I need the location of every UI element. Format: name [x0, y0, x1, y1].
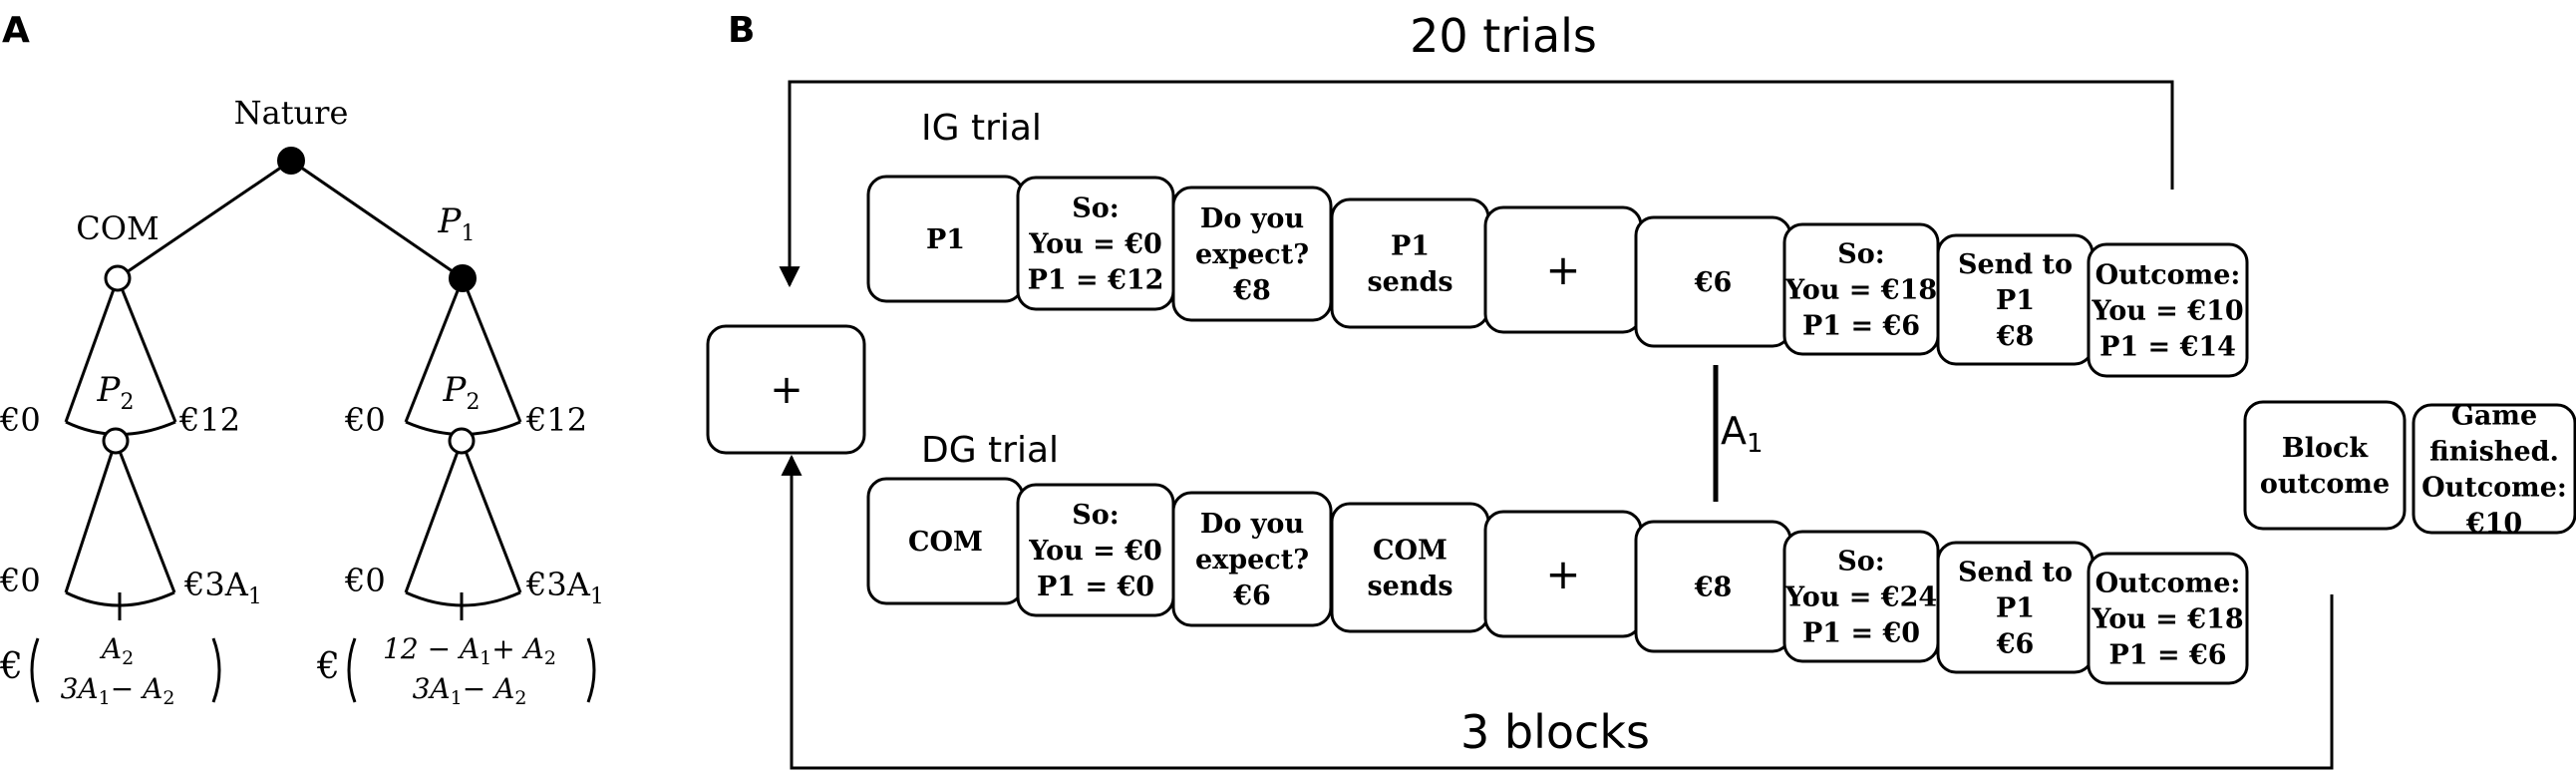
nature-label: Nature	[234, 94, 349, 132]
svg-text:€: €	[316, 646, 340, 687]
panel-b-label: B	[728, 10, 755, 51]
loop-bottom-label: 3 blocks	[1460, 705, 1650, 759]
ig-send-to-text: €8	[1996, 321, 2035, 352]
left-return-zero: €0	[0, 562, 41, 599]
p1-label: P1	[438, 201, 476, 246]
dg-expect-text: Do you	[1200, 509, 1304, 540]
trial-loop	[779, 80, 2334, 770]
ig-expect-text: Do you	[1200, 203, 1304, 234]
right-return-max: €3A1	[525, 566, 604, 609]
ig-trial-sequence: P1 So: You = €0 P1 = €12 Do you expect? €8 P1 se…	[866, 175, 2249, 378]
dg-expect-text: €6	[1232, 580, 1271, 611]
dg-so-text: P1 = €0	[1037, 572, 1154, 602]
left-offer-twelve: €12	[178, 401, 240, 439]
ig-so-text: You = €0	[1028, 228, 1162, 259]
ig-trial-label: IG trial	[921, 108, 1042, 149]
left-payoff-vector: € A2 3A1− A2	[0, 632, 221, 709]
svg-text:3A1− A2: 3A1− A2	[413, 672, 527, 709]
start-fixation-text: +	[770, 367, 804, 413]
dg-so-text: You = €0	[1028, 536, 1162, 567]
right-offer-zero: €0	[344, 401, 386, 439]
block-outcome-text: outcome	[2260, 469, 2390, 500]
dg-player-text: COM	[908, 527, 983, 558]
dg-outcome-text: You = €18	[2091, 603, 2243, 634]
loop-top-label: 20 trials	[1410, 9, 1597, 63]
ig-so-text: P1 = €12	[1028, 264, 1164, 295]
game-finished-text: finished.	[2429, 436, 2559, 467]
block-outcome-text: Block	[2282, 433, 2370, 464]
a1-label: A1	[1721, 409, 1764, 459]
dg-send-to-text: P1	[1996, 592, 2035, 623]
ig-send-to-text: P1	[1996, 285, 2035, 316]
ig-outcome-text: You = €10	[2091, 295, 2243, 326]
dg-expect-text: expect?	[1195, 545, 1309, 576]
ig-expect-text: expect?	[1195, 239, 1309, 270]
dg-sends-text: sends	[1367, 571, 1452, 601]
p2-node-right	[448, 427, 476, 455]
dg-send-to-text: Send to	[1958, 557, 2073, 587]
dg-outcome-text: P1 = €6	[2108, 639, 2226, 670]
game-finished-text: €10	[2465, 508, 2522, 539]
start-fixation-box	[706, 324, 866, 455]
ig-outcome-text: P1 = €14	[2099, 331, 2236, 362]
dg-sends-text: COM	[1373, 535, 1448, 566]
dg-trial-label: DG trial	[921, 430, 1059, 471]
nature-node	[277, 147, 305, 175]
ig-amount-text: €6	[1694, 267, 1733, 298]
svg-text:12 − A1+ A2: 12 − A1+ A2	[383, 632, 556, 669]
com-label: COM	[76, 209, 159, 247]
ig-player-text: P1	[926, 224, 965, 255]
p2-node-left	[102, 427, 130, 455]
dg-so-total-text: You = €24	[1784, 581, 1937, 612]
right-payoff-vector: € 12 − A1+ A2 3A1− A2	[316, 632, 596, 709]
ig-sends-text: P1	[1391, 230, 1430, 261]
ig-outcome-text: Outcome:	[2095, 259, 2241, 290]
left-return-max: €3A1	[183, 566, 262, 609]
ig-so-text: So:	[1072, 193, 1119, 223]
ig-send-to-text: Send to	[1958, 249, 2073, 280]
svg-text:A2: A2	[99, 632, 134, 669]
left-offer-zero: €0	[0, 401, 41, 439]
block-outcome-box	[2243, 400, 2407, 531]
ig-so-total-text: So:	[1837, 238, 1884, 269]
right-offer-twelve: €12	[525, 401, 587, 439]
game-finished-text: Outcome:	[2421, 472, 2567, 503]
ig-so-total-text: You = €18	[1784, 274, 1937, 305]
dg-so-text: So:	[1072, 500, 1119, 531]
end-boxes: Block outcome Game finished. Outcome: €10	[2243, 400, 2576, 539]
game-tree	[64, 147, 522, 620]
dg-outcome-text: Outcome:	[2095, 568, 2241, 598]
svg-text:€: €	[0, 646, 23, 687]
dg-send-to-text: €6	[1996, 628, 2035, 659]
ig-outcome-box	[2087, 242, 2249, 378]
dg-so-total-text: P1 = €0	[1802, 617, 1920, 648]
ig-fixation-text: +	[1545, 245, 1580, 294]
com-node	[104, 264, 132, 292]
ig-expect-text: €8	[1232, 275, 1271, 306]
dg-sends-box	[1330, 502, 1490, 633]
ig-sends-box	[1330, 197, 1490, 329]
dg-fixation-text: +	[1545, 550, 1580, 598]
dg-trial-sequence: COM So: You = €0 P1 = €0 Do you expect? €6 COM s…	[866, 477, 2249, 685]
svg-text:3A1− A2: 3A1− A2	[61, 672, 175, 709]
p2-label-right: P2	[443, 370, 481, 415]
p1-node	[449, 264, 477, 292]
dg-outcome-box	[2087, 552, 2249, 685]
game-finished-text: Game	[2451, 400, 2537, 431]
dg-so-total-text: So:	[1837, 546, 1884, 577]
dg-amount-text: €8	[1694, 572, 1733, 602]
game-finished-box	[2412, 403, 2576, 535]
ig-sends-text: sends	[1367, 266, 1452, 297]
ig-so-total-text: P1 = €6	[1802, 310, 1920, 341]
panel-a-label: A	[2, 10, 30, 51]
p2-label-left: P2	[97, 370, 135, 415]
right-return-zero: €0	[344, 562, 386, 599]
